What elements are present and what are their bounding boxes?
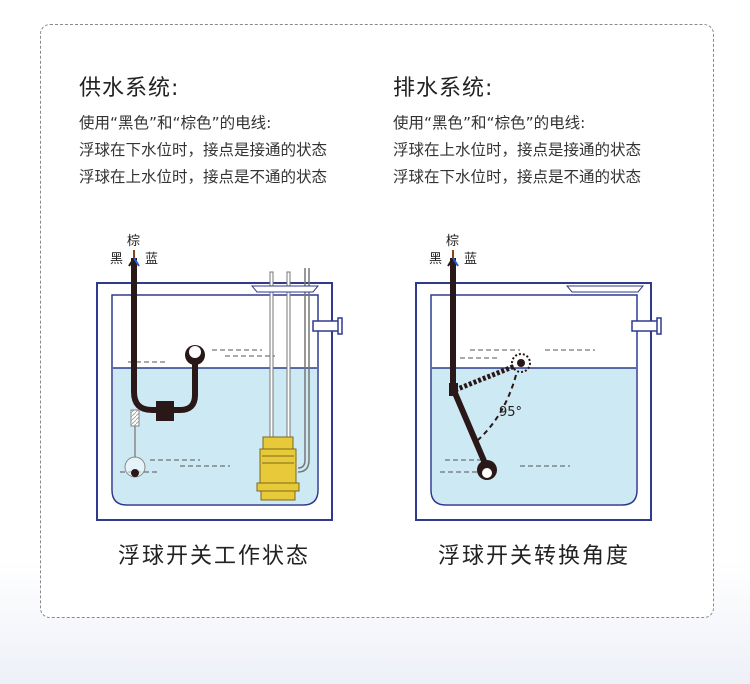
supply-wire-label-blue: 蓝	[145, 252, 158, 267]
supply-line-2: 浮球在下水位时，接点是接通的状态	[79, 141, 328, 159]
drain-angle-arc	[477, 374, 517, 441]
drain-float-arm-high	[454, 363, 516, 393]
supply-counterweight	[156, 401, 174, 421]
drain-tank-diagram: 95° 棕 黑 蓝	[415, 234, 652, 521]
drain-angle-label: 95°	[499, 405, 522, 420]
supply-caption: 浮球开关工作状态	[117, 544, 310, 569]
drain-wire-label-blue: 蓝	[464, 252, 477, 267]
drain-title: 排水系统:	[393, 76, 494, 101]
supply-title: 供水系统:	[79, 76, 180, 101]
supply-wire-ends	[128, 250, 140, 267]
drain-line-1: 使用“黑色”和“棕色”的电线:	[393, 114, 586, 132]
drain-wire-ends	[447, 250, 459, 267]
drain-float-ball-high	[511, 353, 531, 373]
supply-float-ghost	[124, 409, 146, 478]
drain-float-arm-low	[452, 390, 490, 471]
drain-wire-label-black: 黑	[429, 252, 442, 267]
drain-text-block: 排水系统: 使用“黑色”和“棕色”的电线: 浮球在上水位时，接点是接通的状态 浮…	[393, 74, 641, 191]
drain-outer-tank	[415, 282, 652, 521]
submersible-pump	[256, 436, 300, 501]
drain-level-marks	[440, 349, 595, 473]
supply-line-3: 浮球在上水位时，接点是不通的状态	[79, 168, 328, 186]
supply-tank-diagram: 棕 黑 蓝	[96, 234, 333, 521]
supply-wire-label-black: 黑	[110, 252, 123, 267]
supply-outer-tank	[96, 282, 333, 521]
drain-line-2: 浮球在上水位时，接点是接通的状态	[393, 141, 642, 159]
drain-line-3: 浮球在下水位时，接点是不通的状态	[393, 168, 642, 186]
tank-fittings	[250, 285, 662, 335]
drain-pivot	[449, 383, 458, 396]
drain-wire-label-brown: 棕	[446, 234, 459, 249]
supply-wire-label-brown: 棕	[127, 234, 140, 249]
supply-pump-pipes	[269, 268, 310, 473]
supply-line-1: 使用“黑色”和“棕色”的电线:	[79, 114, 272, 132]
drain-caption: 浮球开关转换角度	[437, 544, 630, 569]
supply-text-block: 供水系统: 使用“黑色”和“棕色”的电线: 浮球在下水位时，接点是接通的状态 浮…	[79, 74, 327, 191]
